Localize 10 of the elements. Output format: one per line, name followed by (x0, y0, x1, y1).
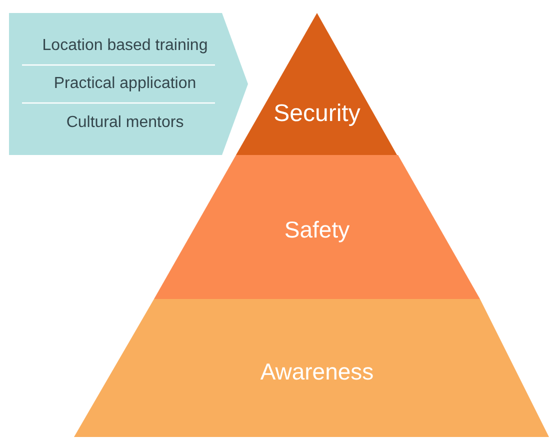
layer-label: Awareness (260, 358, 374, 386)
callout-item: Cultural mentors (66, 114, 184, 132)
pyramid-top-layer (236, 13, 398, 156)
layer-label: Security (274, 100, 360, 128)
callout-item: Location based training (42, 37, 208, 55)
layer-label: Safety (284, 216, 350, 244)
callout-box (9, 13, 249, 156)
pyramid-middle-layer (154, 155, 481, 300)
pyramid-base-layer (74, 299, 550, 438)
callout-item: Practical application (54, 75, 196, 93)
